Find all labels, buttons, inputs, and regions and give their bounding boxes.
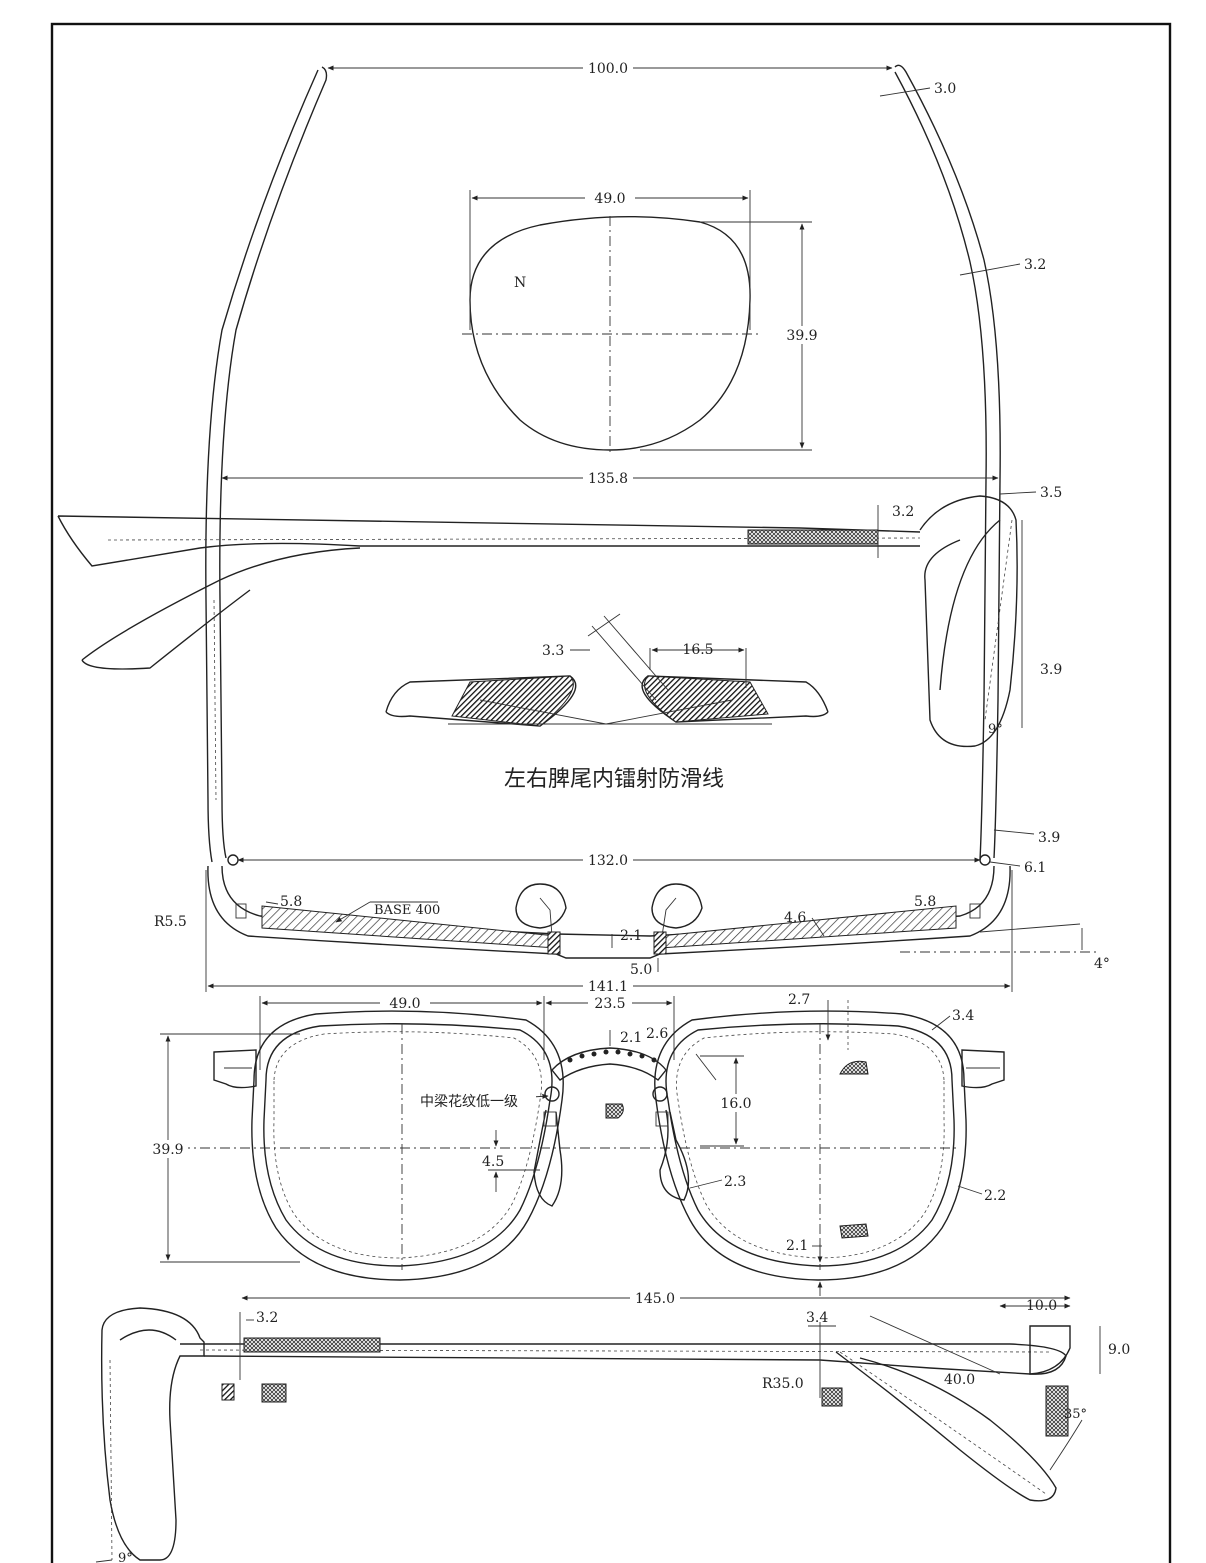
dim-bridge-top: 2.1 bbox=[620, 1030, 642, 1046]
bridge-note: 中梁花纹低一级 bbox=[420, 1094, 518, 1110]
dim-rim-left: 5.8 bbox=[280, 894, 302, 910]
dim-bridge-gap: 2.1 bbox=[620, 928, 642, 944]
dim-front-lens-height: 39.9 bbox=[152, 1142, 183, 1158]
dim-bridge-width: 23.5 bbox=[594, 996, 625, 1012]
dim-front-total: 141.1 bbox=[588, 979, 628, 995]
dim-rim-outer: 3.4 bbox=[952, 1008, 974, 1024]
dim-temple-mid: 3.2 bbox=[1024, 257, 1046, 273]
dim-tip-bend-length: 40.0 bbox=[944, 1372, 975, 1388]
dim-lens-height: 39.9 bbox=[786, 328, 817, 344]
dim-pad-offset: 4.5 bbox=[482, 1154, 504, 1170]
dim-bridge-depth: 5.0 bbox=[630, 962, 652, 978]
dim-texture-length: 16.5 bbox=[682, 642, 713, 658]
dim-pad-height: 16.0 bbox=[720, 1096, 751, 1112]
dim-endpiece-depth: 3.9 bbox=[1040, 662, 1062, 678]
dim-corner-radius: R5.5 bbox=[154, 914, 187, 930]
dim-hinge-gap: 3.9 bbox=[1038, 830, 1060, 846]
texture-note: 左右脾尾内镭射防滑线 bbox=[504, 767, 724, 792]
dim-bend-radius: R35.0 bbox=[762, 1376, 804, 1392]
dim-temple-end: 3.2 bbox=[256, 1310, 278, 1326]
side-front-piece bbox=[100, 1307, 205, 1561]
dim-temple-tip-thick: 3.0 bbox=[934, 81, 956, 97]
dim-hinge-span: 135.8 bbox=[588, 471, 628, 487]
right-temple-top bbox=[894, 64, 1001, 859]
right-rim bbox=[665, 1023, 955, 1267]
dim-pad-arm: 2.3 bbox=[724, 1174, 746, 1190]
dim-tip-angle: 35° bbox=[1064, 1407, 1087, 1422]
dim-front-lens-width: 49.0 bbox=[389, 996, 420, 1012]
base-curve: BASE 400 bbox=[374, 903, 440, 918]
bridge bbox=[551, 1047, 667, 1081]
dim-endpiece-thick: 3.5 bbox=[1040, 485, 1062, 501]
dim-temple-core: 3.2 bbox=[892, 504, 914, 520]
dim-tip-drop: 9.0 bbox=[1108, 1342, 1130, 1358]
side-view: 145.0 9° 3.2 3.4 R35.0 10.0 9.0 40.0 3 bbox=[95, 1288, 1130, 1563]
front-view: 49.0 23.5 bbox=[148, 992, 1006, 1296]
dim-texture-angle: 3.3 bbox=[542, 643, 564, 659]
dim-rim-top: 2.7 bbox=[788, 992, 810, 1008]
dim-side-angle: 9° bbox=[118, 1551, 133, 1563]
dim-rim-mid: 4.6 bbox=[784, 910, 806, 926]
dim-bridge-side: 2.6 bbox=[646, 1026, 668, 1042]
left-rim bbox=[263, 1023, 553, 1267]
top-view: 100.0 3.0 3.2 N 49.0 39.9 135.8 3.2 bbox=[57, 58, 1062, 876]
dim-pantoscopic: 9° bbox=[988, 722, 1003, 737]
dim-temple-length: 145.0 bbox=[635, 1291, 675, 1307]
dim-front-inner: 132.0 bbox=[588, 853, 628, 869]
texture-detail: 16.5 3.3 左右脾尾内镭射防滑线 bbox=[385, 613, 829, 792]
sheet-border bbox=[50, 22, 1172, 1563]
dim-rim-right: 5.8 bbox=[914, 894, 936, 910]
dim-temple-tip-span: 100.0 bbox=[588, 61, 628, 77]
dim-lens-width: 49.0 bbox=[594, 191, 625, 207]
front-top-view: R5.5 5.8 5.8 BASE 400 4.6 2.1 5.0 4° 141… bbox=[154, 865, 1110, 996]
folded-temple bbox=[57, 515, 921, 567]
dim-tip-length: 10.0 bbox=[1026, 1298, 1057, 1314]
dim-rim-bottom-side: 2.2 bbox=[984, 1188, 1006, 1204]
lens-shape bbox=[469, 215, 751, 451]
dim-wrap-angle: 4° bbox=[1094, 956, 1110, 972]
right-endpiece bbox=[919, 495, 1018, 748]
dim-rim-bottom: 2.1 bbox=[786, 1238, 808, 1254]
left-temple-top bbox=[219, 66, 328, 859]
dim-hinge-offset: 6.1 bbox=[1024, 860, 1046, 876]
dim-bend-thick: 3.4 bbox=[806, 1310, 828, 1326]
lens-mark: N bbox=[514, 275, 526, 291]
